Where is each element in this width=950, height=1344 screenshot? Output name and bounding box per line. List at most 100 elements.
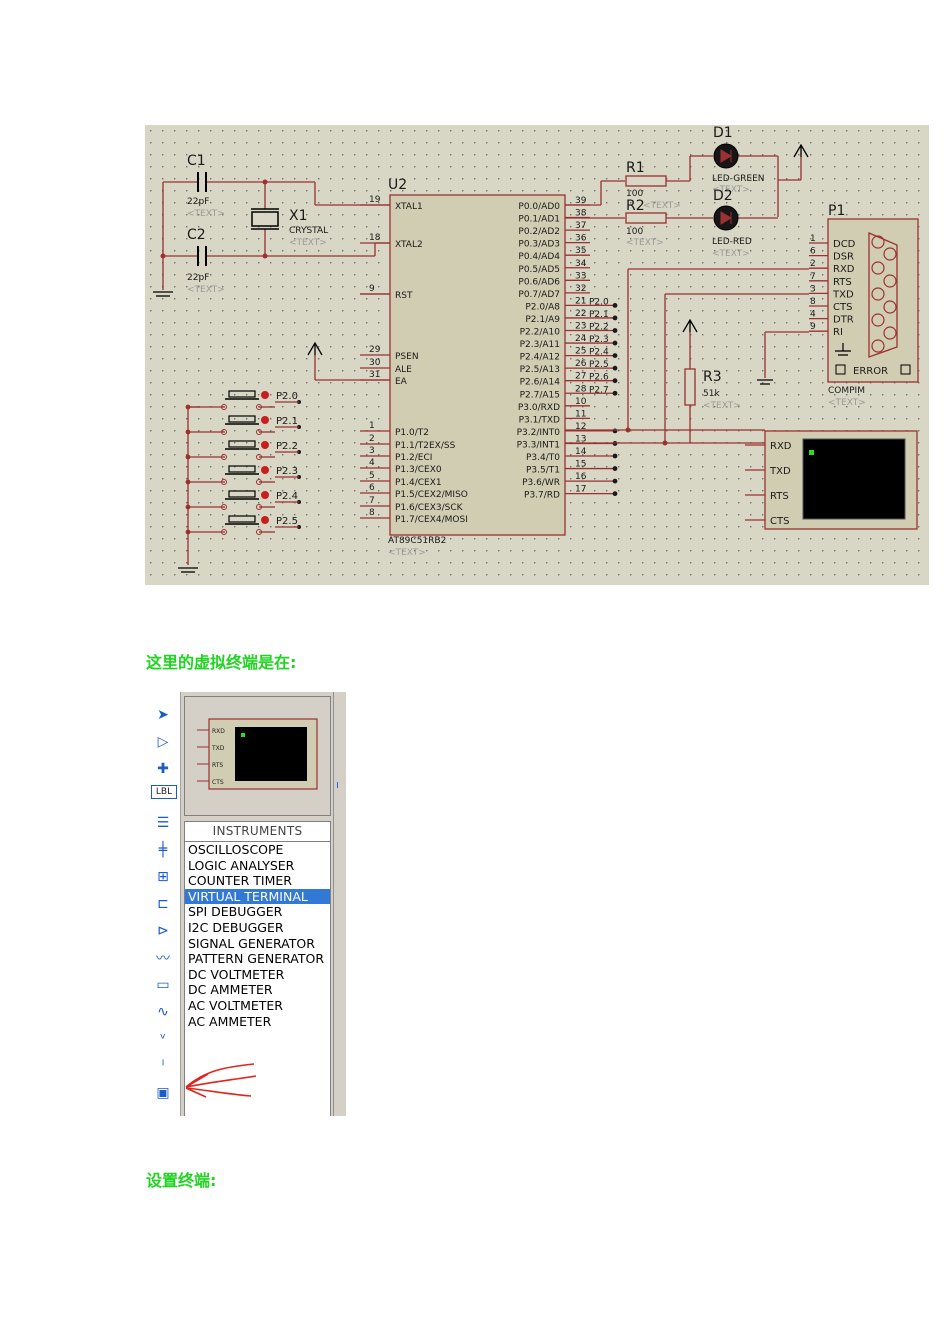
mcu-pin-net: P2.3	[589, 335, 609, 345]
graph-icon[interactable]: 〰	[156, 951, 170, 967]
virtual-instrument-icon[interactable]: ▣	[156, 1085, 170, 1101]
selection-arrow-icon[interactable]: ➤	[157, 707, 169, 723]
mcu-pin-name: P0.3/AD3	[518, 240, 560, 250]
mcu-pin-num: 21	[575, 296, 586, 306]
device-pin-icon[interactable]: ⊳	[157, 923, 169, 939]
compim-pin-name: RTS	[833, 277, 852, 288]
mcu-pin-num: 11	[575, 409, 586, 419]
button-net-label: P2.2	[276, 441, 298, 452]
x1-value: CRYSTAL	[289, 226, 328, 236]
mcu-pin-num: 29	[369, 345, 381, 355]
virtual-terminal-screen	[802, 438, 906, 520]
mcu-pin-num: 33	[575, 271, 586, 281]
mcu-pin-num: 36	[575, 234, 587, 244]
generator-icon[interactable]: ∿	[157, 1004, 169, 1020]
mcu-pin-num: 39	[575, 196, 587, 206]
x1-text: <TEXT>	[289, 238, 327, 248]
mcu-pin-num: 22	[575, 309, 586, 319]
p1-ref: P1	[828, 203, 845, 219]
c1-text: <TEXT>	[187, 209, 225, 219]
instrument-item[interactable]: COUNTER TIMER	[188, 873, 292, 889]
tape-recorder-icon[interactable]: ▭	[156, 977, 170, 993]
p1-text: <TEXT>	[828, 398, 866, 408]
mcu-pin-num: 14	[575, 447, 587, 457]
r2-text: <TEXT>	[626, 238, 664, 248]
mcu-pin-name: P2.1/A9	[525, 315, 560, 325]
instrument-item[interactable]: OSCILLOSCOPE	[188, 842, 284, 857]
instrument-item[interactable]: DC VOLTMETER	[188, 966, 285, 982]
junction-icon[interactable]: ✚	[157, 761, 169, 777]
heading-setup-terminal: 设置终端:	[146, 1171, 217, 1190]
mcu-pin-name: P2.6/A14	[520, 378, 561, 388]
label-icon[interactable]: LBL	[151, 785, 177, 799]
mcu-pin-name: P0.1/AD1	[518, 215, 560, 225]
mcu-pin-name: P2.5/A13	[520, 365, 560, 375]
mcu-pin-net: P2.5	[589, 360, 609, 370]
instrument-item[interactable]: VIRTUAL TERMINAL	[185, 888, 330, 905]
mcu-pin-name: P0.4/AD4	[518, 252, 560, 262]
mcu-pin-name: XTAL2	[395, 240, 423, 250]
instrument-item[interactable]: LOGIC ANALYSER	[188, 857, 295, 873]
r1-value: 100	[626, 189, 643, 199]
instrument-item[interactable]: I2C DEBUGGER	[188, 919, 284, 935]
mcu-pin-name: P1.5/CEX2/MISO	[395, 490, 468, 500]
voltage-probe-icon[interactable]: ᵛ	[160, 1031, 166, 1047]
button-net-label: P2.5	[276, 516, 298, 527]
mcu-pin-name: PSEN	[395, 352, 419, 362]
mcu-pin-num: 30	[369, 358, 381, 368]
compim-pin-num: 1	[810, 234, 816, 244]
terminal-icon[interactable]: ⊏	[157, 896, 169, 912]
mcu-pin-name: P1.7/CEX4/MOSI	[395, 515, 468, 525]
instrument-item[interactable]: SPI DEBUGGER	[188, 904, 283, 920]
text-script-icon[interactable]: ☰	[156, 815, 170, 831]
mcu-pin-num: 5	[369, 471, 375, 481]
editing-window-edge	[333, 692, 346, 1116]
mcu-pin-num: 37	[575, 221, 586, 231]
compim-pin-num: 3	[810, 284, 816, 294]
instrument-item[interactable]: AC AMMETER	[188, 1013, 272, 1029]
bus-icon[interactable]: ╪	[158, 842, 168, 858]
mcu-pin-num: 15	[575, 460, 586, 470]
mcu-pin-name: P3.7/RD	[524, 491, 560, 501]
mcu-pin-num: 35	[575, 246, 586, 256]
r3-value: 51k	[703, 389, 720, 399]
compim-pin-num: 7	[810, 272, 816, 282]
schematic-screenshot: C1 22pF <TEXT> C2 22pF <TEXT> X1 CRYSTAL…	[145, 125, 929, 585]
instrument-item[interactable]: AC VOLTMETER	[188, 997, 283, 1013]
mcu-pin-name: P0.7/AD7	[518, 290, 560, 300]
component-icon[interactable]: ▷	[157, 734, 169, 750]
x1-ref: X1	[289, 208, 308, 224]
mcu-pin-num: 9	[369, 284, 375, 294]
mcu-pin-num: 31	[369, 370, 380, 380]
mcu-pin-name: ALE	[395, 365, 412, 375]
mcu-pin-num: 7	[369, 496, 375, 506]
mcu-body	[389, 194, 566, 536]
mcu-pin-num: 12	[575, 422, 586, 432]
compim-pin-name: TXD	[832, 289, 854, 300]
mcu-pin-name: P3.1/TXD	[519, 415, 560, 425]
mcu-pin-num: 17	[575, 485, 586, 495]
mcu-pin-net: P2.1	[589, 310, 609, 320]
mcu-pin-num: 27	[575, 372, 586, 382]
mcu-pin-name: P3.0/RXD	[518, 403, 560, 413]
mcu-pin-name: EA	[395, 377, 408, 387]
r3-ref: R3	[703, 369, 722, 385]
subcircuit-icon[interactable]: ⊞	[157, 869, 169, 885]
c2-value: 22pF	[187, 273, 209, 283]
mcu-pin-num: 38	[575, 209, 587, 219]
instrument-item[interactable]: PATTERN GENERATOR	[188, 951, 325, 967]
instrument-item[interactable]: SIGNAL GENERATOR	[188, 935, 315, 951]
d2-value: LED-RED	[712, 237, 752, 247]
instrument-item[interactable]: DC AMMETER	[188, 982, 273, 998]
mcu-pin-num: 25	[575, 347, 586, 357]
current-probe-icon[interactable]: ᴵ	[161, 1058, 165, 1074]
r2-ref: R2	[626, 198, 645, 214]
mcu-pin-name: RST	[395, 291, 413, 301]
heading-terminal-location: 这里的虚拟终端是在:	[146, 653, 297, 672]
terminal-pin-label: TXD	[769, 466, 791, 477]
mcu-pin-num: 34	[575, 259, 587, 269]
